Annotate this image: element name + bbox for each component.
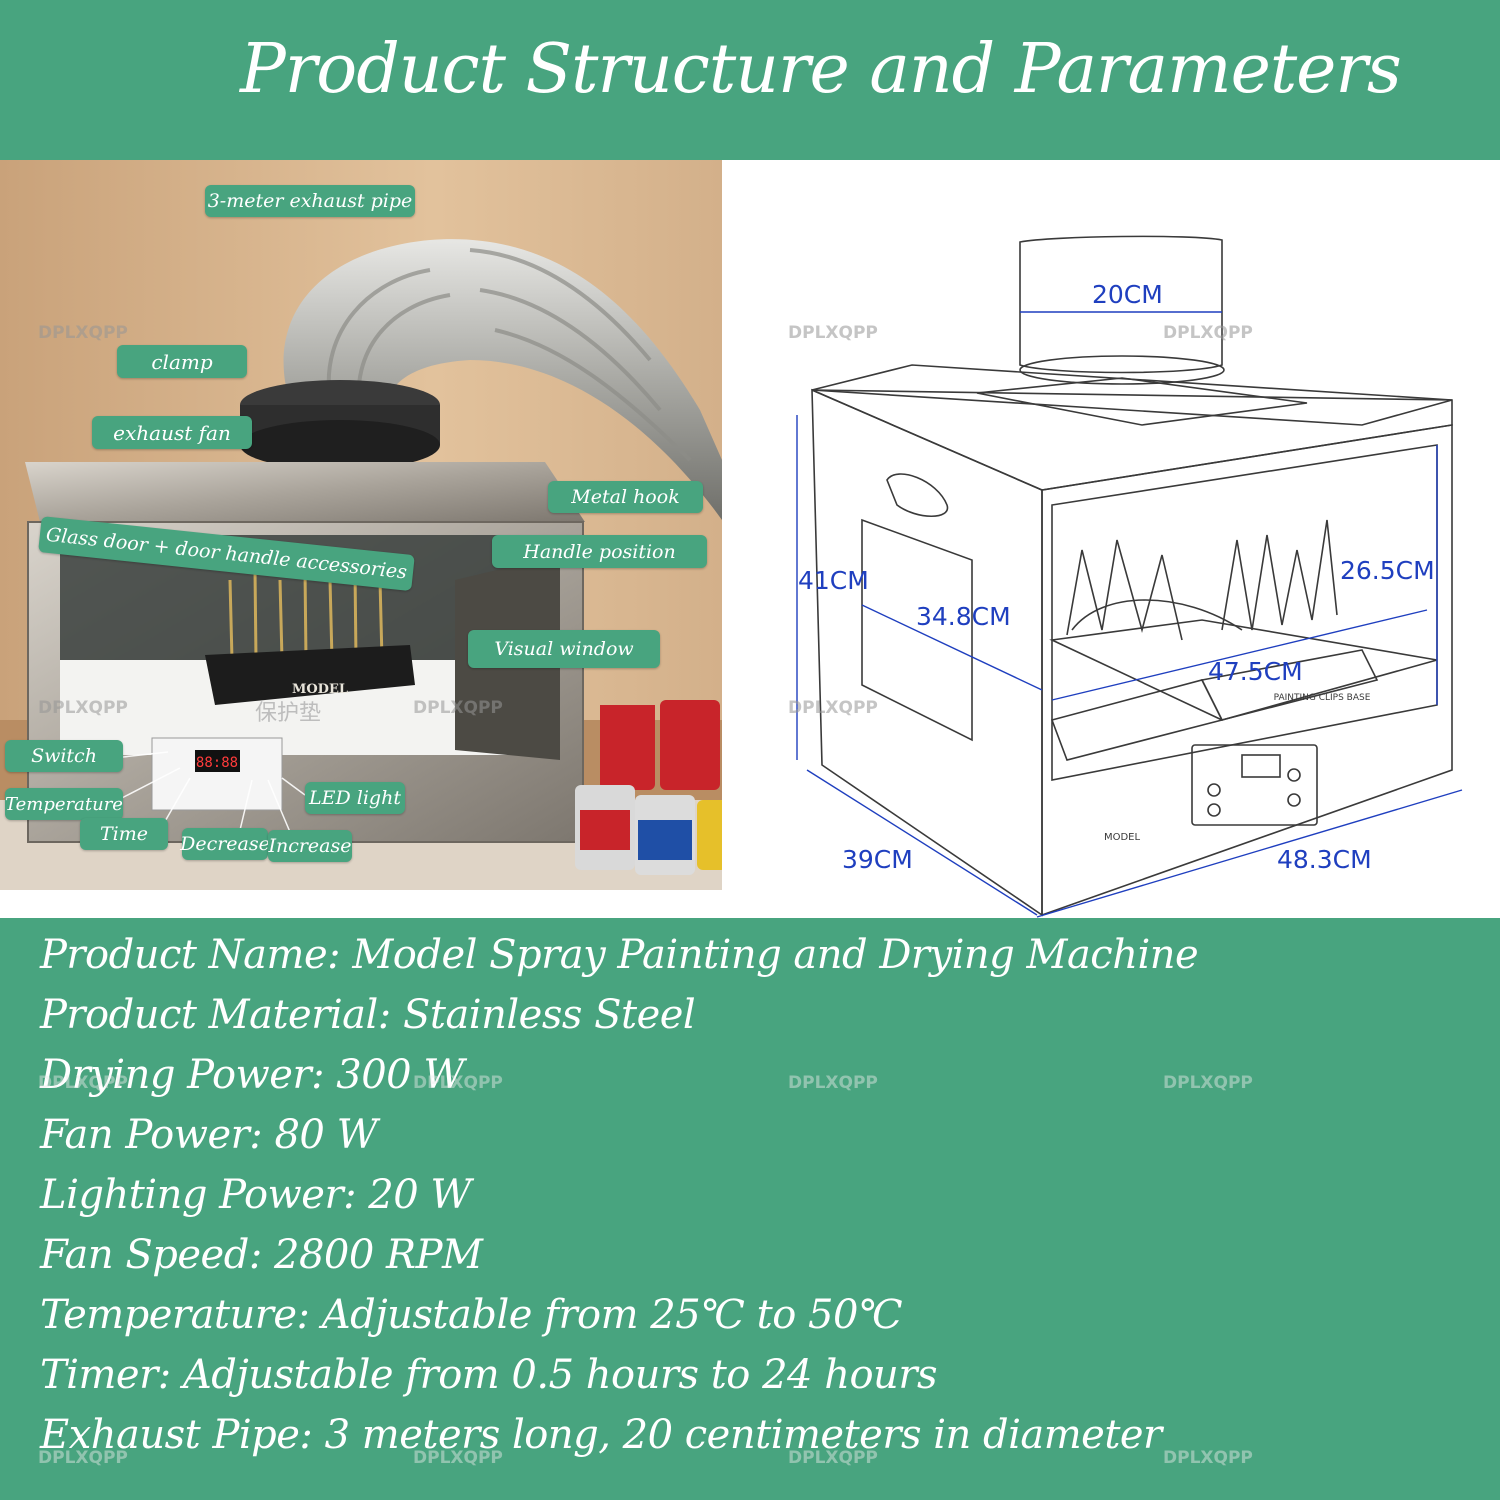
watermark: DPLXQPP: [788, 698, 878, 718]
panel-display: 88:88: [196, 755, 238, 771]
spec-drying-power: Drying Power: 300 W: [40, 1052, 464, 1098]
watermark: DPLXQPP: [38, 323, 128, 343]
base-brand-text: MODEL: [292, 682, 348, 697]
watermark: DPLXQPP: [413, 1448, 503, 1468]
spec-fan-power: Fan Power: 80 W: [40, 1112, 378, 1158]
spec-lighting-power: Lighting Power: 20 W: [40, 1172, 472, 1218]
callout-visual-window: Visual window: [468, 630, 660, 668]
dim-width: 48.3CM: [1277, 845, 1372, 874]
spec-fan-speed: Fan Speed: 2800 RPM: [40, 1232, 483, 1278]
watermark: DPLXQPP: [38, 1073, 128, 1093]
header-banner: Product Structure and Parameters: [0, 0, 1500, 160]
drawing-base-sublabel: PAINTING CLIPS BASE: [1274, 693, 1371, 703]
specs-panel: Product Name: Model Spray Painting and D…: [0, 918, 1500, 1500]
watermark: DPLXQPP: [413, 698, 503, 718]
drawing-base-label: MODEL: [1104, 832, 1141, 843]
cabinet-line-drawing: MODEL PAINTING CLIPS BASE: [796, 235, 1463, 918]
spec-timer: Timer: Adjustable from 0.5 hours to 24 h…: [40, 1352, 937, 1398]
dim-inner-width: 47.5CM: [1208, 657, 1303, 686]
dim-inner-depth: 34.8CM: [916, 602, 1011, 631]
watermark: DPLXQPP: [788, 1448, 878, 1468]
spec-exhaust-pipe: Exhaust Pipe: 3 meters long, 20 centimet…: [40, 1412, 1162, 1458]
mat-text: 保护垫: [255, 701, 321, 726]
watermark: DPLXQPP: [1163, 1073, 1253, 1093]
spec-material: Product Material: Stainless Steel: [40, 992, 696, 1038]
callout-handle-position: Handle position: [492, 535, 707, 568]
callout-exhaust-fan: exhaust fan: [92, 416, 252, 449]
dim-pipe-diameter: 20CM: [1092, 280, 1163, 309]
watermark: DPLXQPP: [1163, 323, 1253, 343]
callout-decrease: Decrease: [180, 828, 270, 860]
watermark: DPLXQPP: [38, 1448, 128, 1468]
product-photo-illustration: MODEL 保护垫 88:88: [0, 160, 722, 890]
callout-time: Time: [80, 818, 168, 850]
spec-temperature: Temperature: Adjustable from 25℃ to 50℃: [40, 1292, 903, 1338]
dimension-drawing: MODEL PAINTING CLIPS BASE: [722, 160, 1500, 920]
watermark: DPLXQPP: [413, 1073, 503, 1093]
spec-product-name: Product Name: Model Spray Painting and D…: [40, 932, 1199, 978]
product-photo: MODEL 保护垫 88:88: [0, 160, 722, 890]
callout-switch: Switch: [5, 740, 123, 772]
callout-exhaust-pipe: 3-meter exhaust pipe: [205, 185, 415, 217]
callout-metal-hook: Metal hook: [548, 481, 703, 513]
callout-increase: Increase: [268, 830, 352, 862]
dim-height: 41CM: [798, 566, 869, 595]
dim-depth: 39CM: [842, 845, 913, 874]
callout-temperature: Temperature: [5, 788, 123, 820]
watermark: DPLXQPP: [788, 323, 878, 343]
watermark: DPLXQPP: [788, 1073, 878, 1093]
callout-clamp: clamp: [117, 345, 247, 378]
page-title: Product Structure and Parameters: [240, 30, 1402, 109]
watermark: DPLXQPP: [1163, 1448, 1253, 1468]
watermark: DPLXQPP: [38, 698, 128, 718]
dim-inner-height: 26.5CM: [1340, 556, 1435, 585]
callout-led-light: LED light: [305, 782, 405, 814]
